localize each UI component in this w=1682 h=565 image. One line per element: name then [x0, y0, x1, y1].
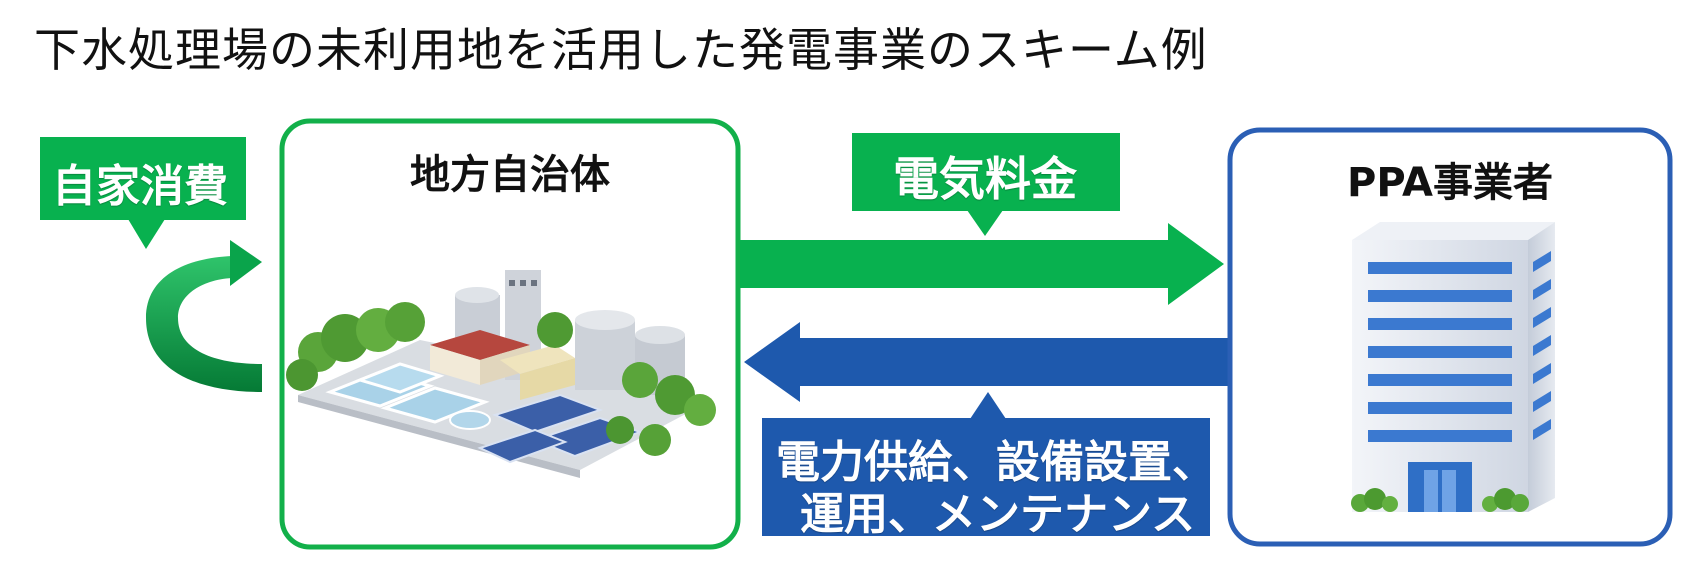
services-label-line2: 運用、メンテナンス: [800, 489, 1196, 540]
services-label-box: [762, 392, 1210, 536]
blue-arrow-to-municipality: [744, 322, 1228, 402]
self-consumption-arrow: [146, 240, 262, 392]
self-consumption-label-box: [40, 137, 246, 249]
electricity-fee-label-box: [852, 133, 1120, 236]
ppa-title: PPA事業者: [1347, 160, 1553, 206]
office-building-illustration: [1351, 222, 1555, 512]
green-arrow-to-ppa: [740, 223, 1224, 305]
electricity-fee-label: 電気料金: [893, 152, 1077, 206]
municipality-title: 地方自治体: [410, 152, 610, 198]
page-title: 下水処理場の未利用地を活用した発電事業のスキーム例: [34, 23, 1208, 77]
services-label-line1: 電力供給、設備設置、: [776, 437, 1216, 488]
self-consumption-label: 自家消費: [52, 161, 228, 212]
sewage-treatment-plant-illustration: [286, 270, 716, 478]
